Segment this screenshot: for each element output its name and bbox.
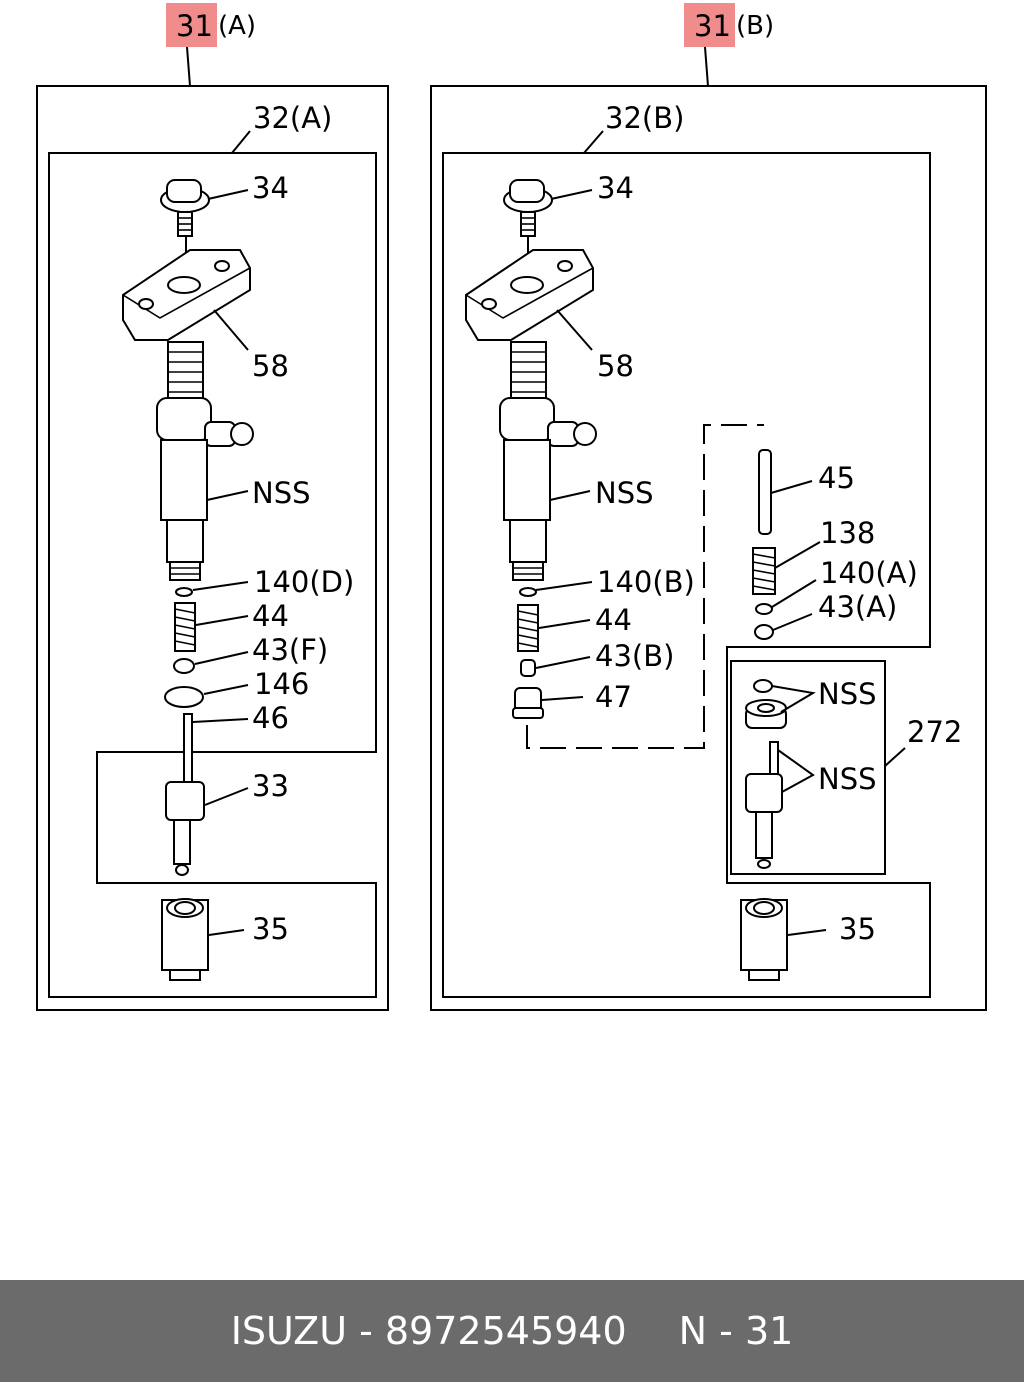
clamp-plate-icon [122, 249, 251, 341]
label-part-b-13[interactable]: 272 [907, 715, 962, 749]
leader-a-6 [203, 684, 249, 695]
panel-b-outer-frame [430, 85, 987, 1011]
label-part-a-5[interactable]: 43(F) [252, 633, 328, 667]
callout-31a-suffix: (A) [218, 11, 256, 41]
callout-31b-highlight [684, 3, 735, 47]
footer-page-ref: N - 31 [678, 1309, 794, 1353]
leader-b-2 [549, 490, 591, 501]
panel-b-inner-frame [442, 152, 931, 998]
label-part-b-12[interactable]: NSS [818, 762, 877, 796]
label-part-b-8[interactable]: 138 [820, 516, 875, 550]
group-outline-dashed [526, 424, 764, 749]
label-part-a-8[interactable]: 33 [252, 769, 289, 803]
seat-icon [520, 659, 536, 677]
label-part-a-4[interactable]: 44 [252, 599, 289, 633]
leader-a-7 [192, 718, 249, 723]
panel-a-sub-leader [231, 130, 251, 154]
panel-b-kit-frame [730, 660, 886, 875]
injector-body-icon [499, 341, 597, 581]
label-part-b-5[interactable]: 43(B) [595, 639, 674, 673]
panel-b-sub-leader [583, 130, 604, 154]
bolt-icon [160, 179, 210, 237]
callout-31a-highlight [166, 3, 217, 47]
parts-diagram: 31 (A) 31 (B) 32(A) [36, 3, 987, 1011]
leader-b-13 [884, 747, 906, 767]
leader-a-1 [213, 309, 249, 351]
leader-a-2 [206, 490, 249, 501]
nozzle-icon [165, 781, 205, 876]
spring-icon [517, 604, 539, 652]
label-part-a-2[interactable]: NSS [252, 476, 311, 510]
shim-icon [175, 587, 193, 597]
label-part-a-0[interactable]: 34 [252, 171, 289, 205]
label-part-b-9[interactable]: 140(A) [820, 556, 918, 590]
leader-b-0 [550, 189, 593, 200]
leader-a-4 [195, 615, 249, 626]
label-part-a-1[interactable]: 58 [252, 349, 289, 383]
callout-31a-leader [186, 46, 191, 87]
panel-b: 32(B) [430, 85, 987, 1011]
callout-31a-number[interactable]: 31 [176, 9, 213, 43]
leader-a-5 [194, 651, 249, 665]
cap-icon [512, 687, 544, 719]
callout-31b-leader [704, 46, 709, 87]
leader-b-8 [774, 541, 821, 569]
panel-a: 32(A) [36, 85, 389, 1011]
label-part-a-7[interactable]: 46 [252, 701, 289, 735]
footer-part-number: ISUZU - 8972545940 [230, 1309, 627, 1353]
bolt-icon [503, 179, 553, 237]
leader-b-1 [556, 309, 593, 351]
leader-b-6 [541, 696, 584, 701]
label-part-b-6[interactable]: 47 [595, 680, 632, 714]
label-part-a-9[interactable]: 35 [252, 912, 289, 946]
label-part-b-2[interactable]: NSS [595, 476, 654, 510]
label-part-b-14[interactable]: 35 [839, 912, 876, 946]
clamp-plate-icon [465, 249, 594, 341]
callout-31b-number[interactable]: 31 [694, 9, 731, 43]
leader-a-0 [207, 189, 249, 200]
label-part-a-6[interactable]: 146 [254, 667, 309, 701]
leader-a-3 [192, 581, 249, 591]
label-part-b-7[interactable]: 45 [818, 461, 855, 495]
spacer-disc-icon [164, 686, 204, 708]
label-part-b-11[interactable]: NSS [818, 677, 877, 711]
shim-icon [755, 603, 773, 615]
leader-b-12 [777, 749, 815, 793]
spring-icon [174, 602, 196, 652]
label-part-b-3[interactable]: 140(B) [597, 565, 695, 599]
footer-bar: ISUZU - 8972545940 N - 31 [0, 1280, 1024, 1382]
push-rod-icon [758, 449, 772, 535]
leader-a-9 [208, 929, 245, 936]
kit-washer-icon [753, 679, 773, 693]
label-part-b-0[interactable]: 34 [597, 171, 634, 205]
leader-a-8 [204, 787, 249, 806]
panel-a-inner-frame [48, 152, 377, 998]
injector-body-icon [156, 341, 254, 581]
callout-31b-suffix: (B) [736, 11, 774, 41]
leader-b-11 [771, 685, 816, 713]
panel-a-sub-label[interactable]: 32(A) [253, 101, 332, 135]
label-part-b-4[interactable]: 44 [595, 603, 632, 637]
kit-nozzle-icon [745, 773, 783, 869]
retaining-nut-icon [161, 898, 209, 981]
kit-spacer-icon [745, 699, 787, 729]
retaining-nut-icon [740, 898, 788, 981]
leader-b-14 [787, 929, 827, 936]
leader-b-9 [771, 579, 817, 608]
seat-icon [754, 624, 774, 640]
label-part-b-1[interactable]: 58 [597, 349, 634, 383]
panel-b-sub-label[interactable]: 32(B) [605, 101, 684, 135]
label-part-b-10[interactable]: 43(A) [818, 590, 897, 624]
leader-b-4 [538, 619, 591, 629]
spring-icon [752, 547, 776, 595]
leader-b-7 [770, 480, 813, 494]
panel-a-outer-frame [36, 85, 389, 1011]
leader-b-3 [535, 581, 593, 591]
leader-b-5 [535, 656, 591, 669]
shim-icon [519, 587, 537, 597]
label-part-a-3[interactable]: 140(D) [254, 565, 354, 599]
seat-icon [173, 658, 195, 674]
leader-b-10 [772, 613, 813, 631]
